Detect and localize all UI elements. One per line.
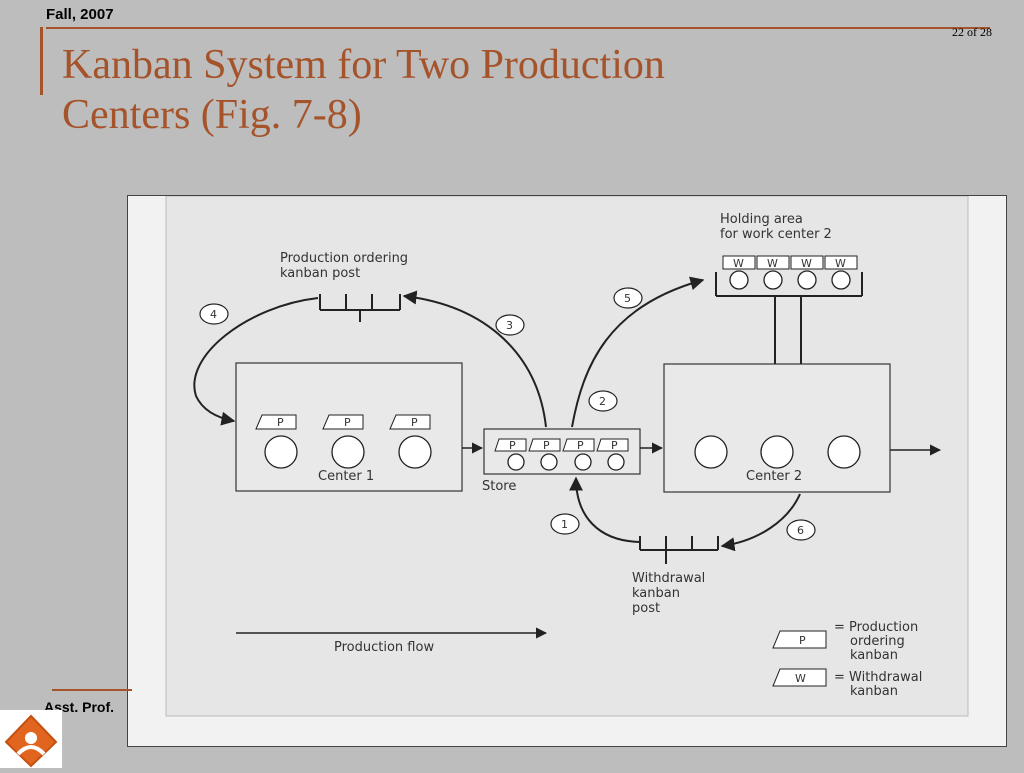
legend-p-card: P [772, 630, 827, 649]
slide-title: Kanban System for Two Production Centers… [62, 40, 822, 140]
svg-text:P: P [543, 439, 550, 452]
svg-text:P: P [799, 634, 806, 647]
slide-title-line2: Centers (Fig. 7-8) [62, 92, 362, 138]
svg-text:P: P [411, 416, 418, 429]
center-2-parts [694, 435, 861, 469]
holding-area-label-2: for work center 2 [720, 227, 832, 242]
legend-w-line1: = Withdrawal [834, 670, 922, 685]
svg-text:5: 5 [624, 292, 631, 305]
svg-text:W: W [801, 257, 812, 270]
svg-text:2: 2 [599, 395, 606, 408]
step-marker-5: 5 [613, 287, 643, 309]
center-1-parts [264, 435, 432, 469]
production-flow-label: Production flow [334, 640, 434, 655]
svg-text:P: P [344, 416, 351, 429]
center-2-box [663, 363, 891, 493]
arrow-4 [193, 297, 319, 426]
center-2-label: Center 2 [746, 469, 802, 484]
svg-text:P: P [277, 416, 284, 429]
header-rule [46, 27, 990, 29]
step-marker-4: 4 [199, 303, 229, 325]
slide-title-line1: Kanban System for Two Production [62, 42, 665, 88]
svg-text:W: W [733, 257, 744, 270]
withdrawal-post-label-1: Withdrawal [632, 571, 705, 586]
production-ordering-post [319, 294, 401, 322]
svg-text:3: 3 [506, 319, 513, 332]
holding-area-cards: W W W W [722, 255, 858, 270]
figure-frame: Production ordering kanban post Holding … [127, 195, 1007, 747]
legend-p-line1: = Production [834, 620, 918, 635]
step-marker-6: 6 [786, 519, 816, 541]
svg-text:P: P [577, 439, 584, 452]
legend-w-card: W [772, 668, 827, 687]
holding-area-stand [715, 272, 863, 364]
withdrawal-post-label-2: kanban [632, 586, 680, 601]
logo [0, 710, 62, 768]
center-1-cards: P P P [255, 414, 431, 430]
store-cards: P P P P [494, 438, 629, 452]
svg-text:6: 6 [797, 524, 804, 537]
arrow-3 [402, 290, 547, 428]
arrow-6 [720, 493, 801, 552]
withdrawal-post [639, 536, 719, 564]
withdrawal-post-label-3: post [632, 601, 660, 616]
kanban-diagram: Production ordering kanban post Holding … [165, 196, 969, 717]
svg-text:W: W [795, 672, 806, 685]
center-1-label: Center 1 [318, 469, 374, 484]
holding-area-label-1: Holding area [720, 212, 803, 227]
svg-text:W: W [767, 257, 778, 270]
store-parts [507, 453, 625, 471]
legend-p-line2: ordering [850, 634, 905, 649]
step-marker-2: 2 [588, 390, 618, 412]
store-label: Store [482, 479, 516, 494]
legend-w-line2: kanban [850, 684, 898, 699]
svg-text:W: W [835, 257, 846, 270]
step-marker-3: 3 [495, 314, 525, 336]
holding-area-parts [729, 270, 851, 290]
footer-rule [52, 689, 132, 691]
header-course: Fall, 2007 [46, 6, 114, 23]
title-accent-rule [40, 27, 43, 95]
step-marker-1: 1 [550, 513, 580, 535]
page-number: 22 of 28 [952, 25, 992, 39]
svg-text:1: 1 [561, 518, 568, 531]
po-post-label-1: Production ordering [280, 251, 408, 266]
arrow-1 [569, 476, 641, 543]
po-post-label-2: kanban post [280, 266, 360, 281]
legend-p-line3: kanban [850, 648, 898, 663]
svg-text:P: P [611, 439, 618, 452]
svg-text:4: 4 [210, 308, 217, 321]
arrow-2 [571, 276, 705, 428]
svg-text:P: P [509, 439, 516, 452]
